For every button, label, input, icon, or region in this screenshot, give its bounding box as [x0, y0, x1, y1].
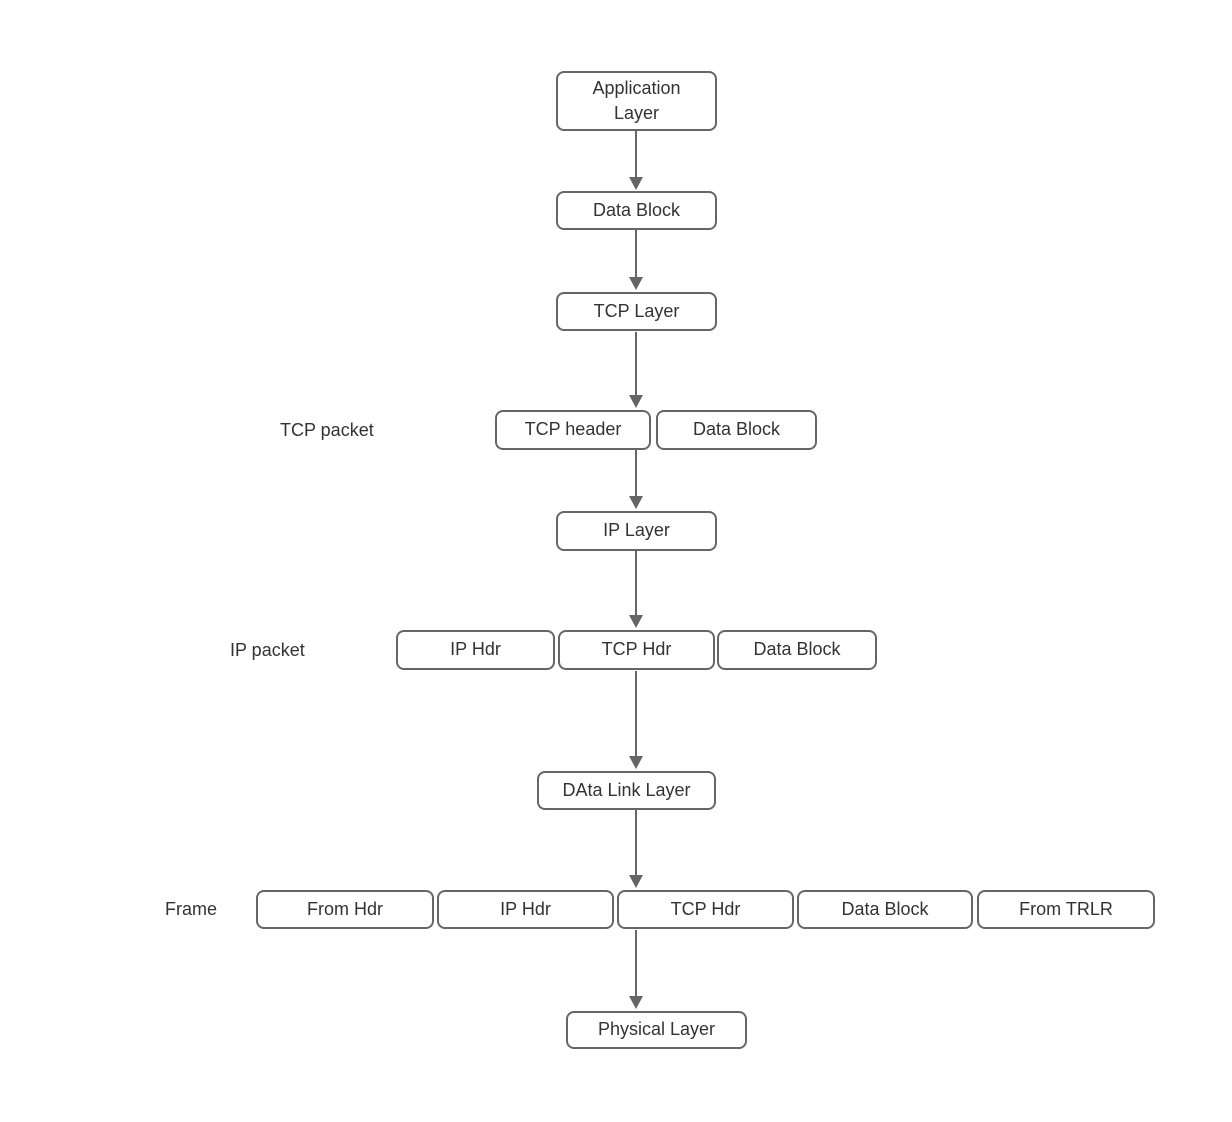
- arrow-datalink-to-frame-icon: [629, 810, 643, 888]
- label-ip-packet: IP packet: [230, 639, 305, 660]
- node-data-link-layer: DAta Link Layer: [537, 771, 716, 810]
- node-data-block: Data Block: [797, 890, 973, 929]
- arrow-application-to-datablock-icon: [629, 131, 643, 190]
- node-tcp-layer: TCP Layer: [556, 292, 717, 331]
- node-tcp-hdr: TCP Hdr: [558, 630, 715, 670]
- arrow-tcplayer-to-tcppacket-icon: [629, 332, 643, 408]
- arrow-frame-to-physical-icon: [629, 930, 643, 1009]
- node-data-block: Data Block: [556, 191, 717, 230]
- node-from-hdr: From Hdr: [256, 890, 434, 929]
- node-physical-layer: Physical Layer: [566, 1011, 747, 1049]
- label-tcp-packet: TCP packet: [280, 419, 374, 440]
- arrow-tcppacket-to-iplayer-icon: [629, 450, 643, 509]
- node-tcp-hdr: TCP Hdr: [617, 890, 794, 929]
- node-data-block: Data Block: [656, 410, 817, 450]
- node-ip-hdr: IP Hdr: [437, 890, 614, 929]
- node-data-block: Data Block: [717, 630, 877, 670]
- node-ip-layer: IP Layer: [556, 511, 717, 551]
- arrow-iplayer-to-ippacket-icon: [629, 551, 643, 628]
- node-tcp-header: TCP header: [495, 410, 651, 450]
- node-from-trlr: From TRLR: [977, 890, 1155, 929]
- arrow-datablock-to-tcplayer-icon: [629, 230, 643, 290]
- node-application-layer: Application Layer: [556, 71, 717, 131]
- arrow-ippacket-to-datalink-icon: [629, 671, 643, 769]
- label-frame: Frame: [165, 899, 218, 919]
- node-ip-hdr: IP Hdr: [396, 630, 555, 670]
